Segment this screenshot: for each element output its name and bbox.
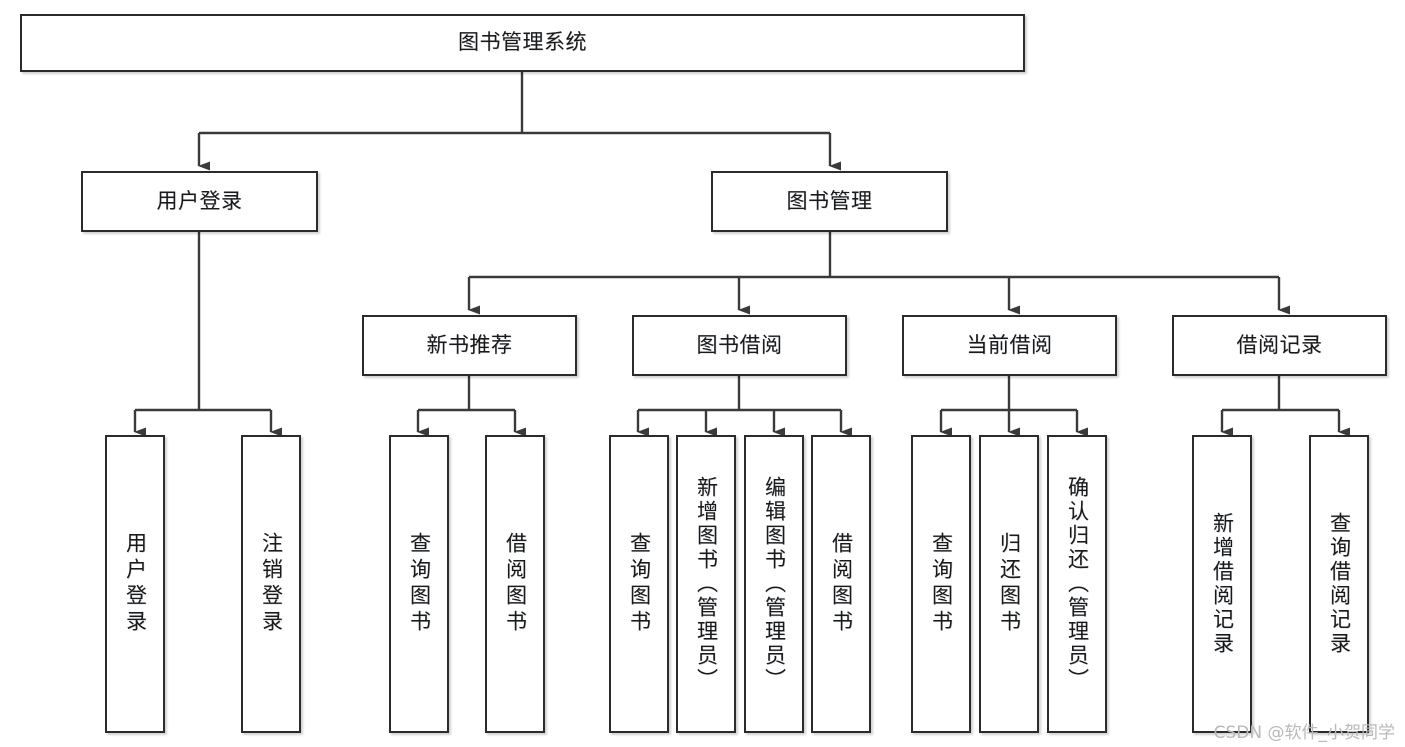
leaf-record-add-record[interactable]: 新增借阅记录 — [1192, 435, 1252, 733]
leaf-current-return-book[interactable]: 归还图书 — [979, 435, 1039, 733]
watermark-text: CSDN @软件_小贺同学 — [1213, 723, 1395, 743]
leaf-label: 借阅图书 — [829, 532, 854, 636]
node-root-label: 图书管理系统 — [458, 30, 587, 55]
leaf-borrow-edit-book-admin[interactable]: 编辑图书（管理员） — [744, 435, 804, 733]
leaf-user-login-logout[interactable]: 注销登录 — [241, 435, 301, 733]
node-book-manage-label: 图书管理 — [786, 188, 873, 213]
leaf-label: 借阅图书 — [503, 532, 528, 636]
leaf-label: 查询图书 — [929, 532, 954, 636]
leaf-borrow-query-book[interactable]: 查询图书 — [609, 435, 669, 733]
leaf-recommend-query-book[interactable]: 查询图书 — [389, 435, 449, 733]
node-new-book-recommend[interactable]: 新书推荐 — [362, 315, 577, 376]
leaf-label: 新增图书（管理员） — [694, 476, 719, 692]
leaf-label: 用户登录 — [123, 532, 148, 636]
node-book-borrow[interactable]: 图书借阅 — [632, 315, 847, 376]
node-current-borrow-label: 当前借阅 — [966, 332, 1053, 357]
leaf-current-query-book[interactable]: 查询图书 — [911, 435, 971, 733]
node-borrow-record-label: 借阅记录 — [1236, 332, 1323, 357]
leaf-current-confirm-return-admin[interactable]: 确认归还（管理员） — [1047, 435, 1107, 733]
leaf-label: 编辑图书（管理员） — [762, 476, 787, 692]
leaf-record-query-record[interactable]: 查询借阅记录 — [1309, 435, 1369, 733]
node-new-book-recommend-label: 新书推荐 — [426, 332, 513, 357]
node-user-login-label: 用户登录 — [156, 188, 243, 213]
node-root[interactable]: 图书管理系统 — [20, 14, 1025, 72]
node-book-manage[interactable]: 图书管理 — [711, 171, 948, 232]
leaf-user-login-login[interactable]: 用户登录 — [105, 435, 165, 733]
leaf-recommend-borrow-book[interactable]: 借阅图书 — [485, 435, 545, 733]
leaf-label: 确认归还（管理员） — [1065, 476, 1090, 692]
node-borrow-record[interactable]: 借阅记录 — [1172, 315, 1387, 376]
leaf-label: 注销登录 — [259, 532, 284, 636]
leaf-label: 查询借阅记录 — [1327, 512, 1352, 656]
leaf-borrow-add-book-admin[interactable]: 新增图书（管理员） — [676, 435, 736, 733]
leaf-label: 归还图书 — [997, 532, 1022, 636]
node-current-borrow[interactable]: 当前借阅 — [902, 315, 1117, 376]
leaf-label: 新增借阅记录 — [1210, 512, 1235, 656]
leaf-borrow-borrow-book[interactable]: 借阅图书 — [811, 435, 871, 733]
node-book-borrow-label: 图书借阅 — [696, 332, 783, 357]
node-user-login[interactable]: 用户登录 — [81, 171, 318, 232]
leaf-label: 查询图书 — [407, 532, 432, 636]
leaf-label: 查询图书 — [627, 532, 652, 636]
